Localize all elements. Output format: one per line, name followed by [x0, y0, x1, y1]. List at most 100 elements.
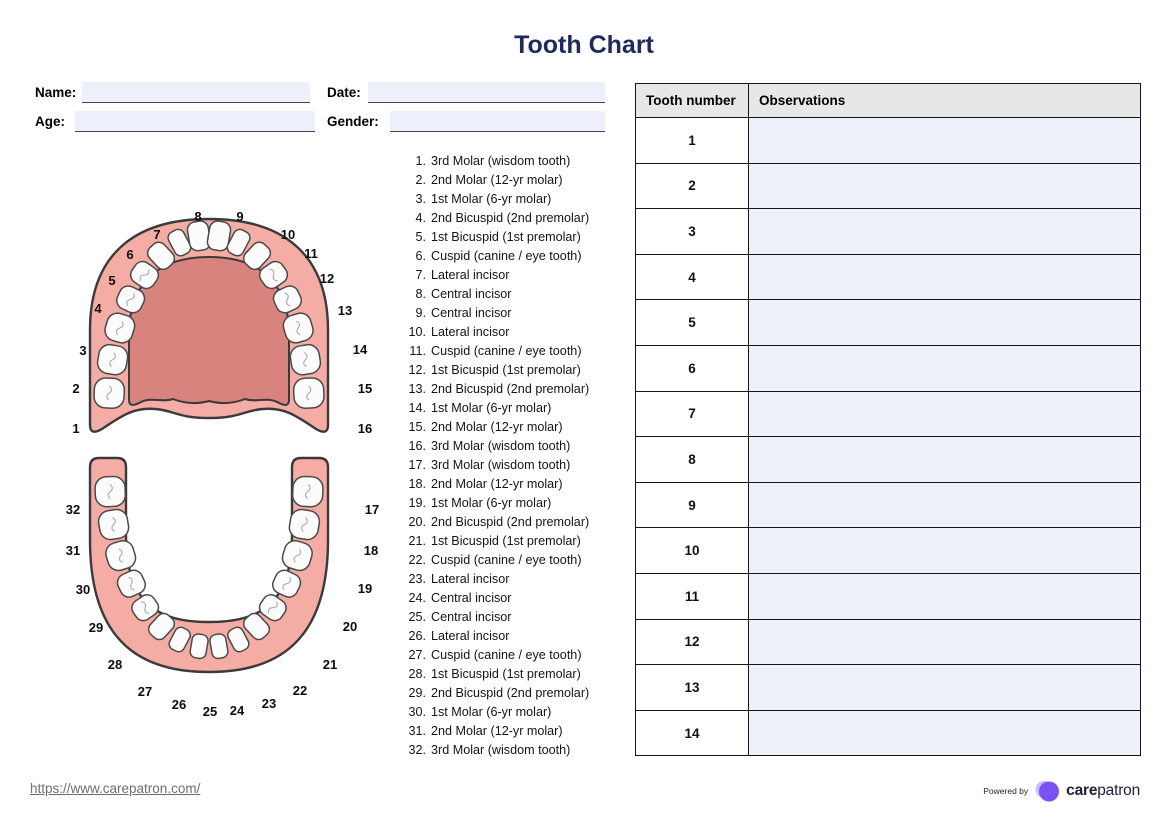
- tooth-list-item: 13.2nd Bicuspid (2nd premolar): [399, 380, 619, 399]
- tooth-list-item: 24.Central incisor: [399, 588, 619, 607]
- upper-tooth-shape: [115, 285, 146, 314]
- tooth-number-cell: 11: [635, 572, 749, 620]
- tooth-list-number: 14.: [408, 401, 426, 416]
- tooth-list-number: 20.: [408, 514, 426, 529]
- tooth-list-number: 27.: [408, 647, 426, 662]
- date-input[interactable]: [368, 82, 605, 103]
- tooth-list-number: 21.: [408, 533, 426, 548]
- tooth-list-item: 25.Central incisor: [399, 607, 619, 626]
- lower-tooth-shape: [242, 612, 271, 641]
- age-input[interactable]: [75, 111, 315, 132]
- tooth-number-label: 4: [94, 301, 102, 316]
- tooth-number-cell: 7: [635, 390, 749, 438]
- tooth-list-name: Lateral incisor: [431, 571, 510, 586]
- tooth-number-cell: 9: [635, 481, 749, 529]
- tooth-list-name: Central incisor: [431, 609, 512, 624]
- tooth-list-name: Lateral incisor: [431, 628, 510, 643]
- tooth-number-label: 29: [89, 620, 103, 635]
- tooth-number-label: 9: [236, 209, 243, 224]
- tooth-list-name: Cuspid (canine / eye tooth): [431, 647, 582, 662]
- tooth-list-name: 2nd Molar (12-yr molar): [431, 723, 563, 738]
- tooth-list-item: 20. 2nd Bicuspid (2nd premolar): [399, 512, 619, 531]
- name-input[interactable]: [82, 82, 310, 103]
- tooth-number-cell: 14: [635, 709, 749, 757]
- tooth-list-number: 2.: [415, 173, 426, 188]
- tooth-list-item: 16.3rd Molar (wisdom tooth): [399, 437, 619, 456]
- lower-tooth-shape: [209, 633, 229, 660]
- tooth-list-name: Central incisor: [431, 306, 512, 321]
- observation-row: 9: [635, 481, 1141, 529]
- gender-input[interactable]: [390, 111, 605, 132]
- lower-tooth-shape: [131, 594, 160, 622]
- lower-tooth-shape: [97, 508, 130, 541]
- footer-url-link[interactable]: https://www.carepatron.com/: [30, 781, 201, 796]
- tooth-list-name: Cuspid (canine / eye tooth): [431, 552, 582, 567]
- tooth-number-label: 17: [365, 502, 379, 517]
- tooth-number-header: Tooth number: [635, 83, 749, 118]
- tooth-list-item: 28.1st Bicuspid (1st premolar): [399, 664, 619, 683]
- observation-cell[interactable]: [748, 709, 1141, 757]
- tooth-list-number: 19.: [408, 495, 426, 510]
- page-title: Tooth Chart: [514, 31, 654, 59]
- observation-cell[interactable]: [748, 390, 1141, 438]
- tooth-list-item: 26. Lateral incisor: [399, 626, 619, 645]
- observation-cell[interactable]: [748, 481, 1141, 529]
- tooth-list-item: 29.2nd Bicuspid (2nd premolar): [399, 683, 619, 702]
- observation-cell[interactable]: [748, 618, 1141, 666]
- tooth-number-label: 10: [281, 227, 295, 242]
- table-header-row: Tooth number Observations: [635, 83, 1141, 118]
- upper-tooth-shape: [282, 312, 314, 344]
- tooth-number-label: 19: [358, 581, 372, 596]
- observation-row: 10: [635, 527, 1141, 574]
- tooth-list-item: 11.Cuspid (canine / eye tooth): [399, 342, 619, 361]
- observation-cell[interactable]: [748, 572, 1141, 620]
- observation-cell[interactable]: [748, 299, 1141, 346]
- tooth-list-number: 15.: [408, 420, 426, 435]
- observation-cell[interactable]: [748, 527, 1141, 574]
- tooth-number-label: 7: [153, 227, 160, 242]
- upper-teeth: [93, 220, 325, 409]
- tooth-list-name: 3rd Molar (wisdom tooth): [431, 742, 571, 757]
- tooth-list-name: 2nd Bicuspid (2nd premolar): [431, 211, 590, 226]
- upper-tooth-shape: [167, 228, 192, 257]
- observation-cell[interactable]: [748, 664, 1141, 711]
- tooth-list-number: 7.: [415, 268, 426, 283]
- lower-tooth-shape: [94, 475, 127, 508]
- upper-tooth-shape: [93, 377, 126, 409]
- tooth-list-item: 4.2nd Bicuspid (2nd premolar): [399, 209, 619, 228]
- lower-tooth-shape: [281, 540, 313, 572]
- observation-row: 8: [635, 436, 1141, 483]
- tooth-list-item: 30.1st Molar (6-yr molar): [399, 702, 619, 721]
- tooth-list-name: 2nd Molar (12-yr molar): [431, 420, 563, 435]
- tooth-list-name: Lateral incisor: [431, 325, 510, 340]
- tooth-list-number: 9.: [415, 306, 426, 321]
- observation-cell[interactable]: [748, 117, 1141, 164]
- tooth-list-name: 1st Molar (6-yr molar): [431, 704, 552, 719]
- observation-cell[interactable]: [748, 253, 1141, 301]
- tooth-number-label: 8: [194, 209, 201, 224]
- upper-tooth-shape: [258, 260, 289, 290]
- tooth-list-name: 2nd Bicuspid (2nd premolar): [431, 514, 590, 529]
- tooth-number-label: 13: [338, 303, 352, 318]
- tooth-list-number: 23.: [408, 571, 426, 586]
- tooth-number-cell: 4: [635, 253, 749, 301]
- observation-cell[interactable]: [748, 436, 1141, 483]
- observations-header: Observations: [748, 83, 1141, 118]
- lower-tooth-shape: [271, 569, 302, 598]
- observation-cell[interactable]: [748, 162, 1141, 210]
- upper-arch-palate: [128, 255, 290, 406]
- tooth-list-number: 18.: [408, 476, 426, 491]
- observation-cell[interactable]: [748, 208, 1141, 255]
- tooth-number-label: 16: [358, 421, 372, 436]
- tooth-list-name: Central incisor: [431, 590, 512, 605]
- observation-cell[interactable]: [748, 344, 1141, 392]
- tooth-number-label: 3: [79, 343, 86, 358]
- tooth-list-item: 15. 2nd Molar (12-yr molar): [399, 418, 619, 437]
- tooth-number-cell: 5: [635, 299, 749, 346]
- tooth-number-label: 24: [230, 703, 245, 718]
- tooth-number-label: 30: [76, 582, 90, 597]
- observation-row: 3: [635, 208, 1141, 255]
- tooth-list-item: 2.2nd Molar (12-yr molar): [399, 171, 619, 190]
- tooth-list-number: 26.: [408, 628, 426, 643]
